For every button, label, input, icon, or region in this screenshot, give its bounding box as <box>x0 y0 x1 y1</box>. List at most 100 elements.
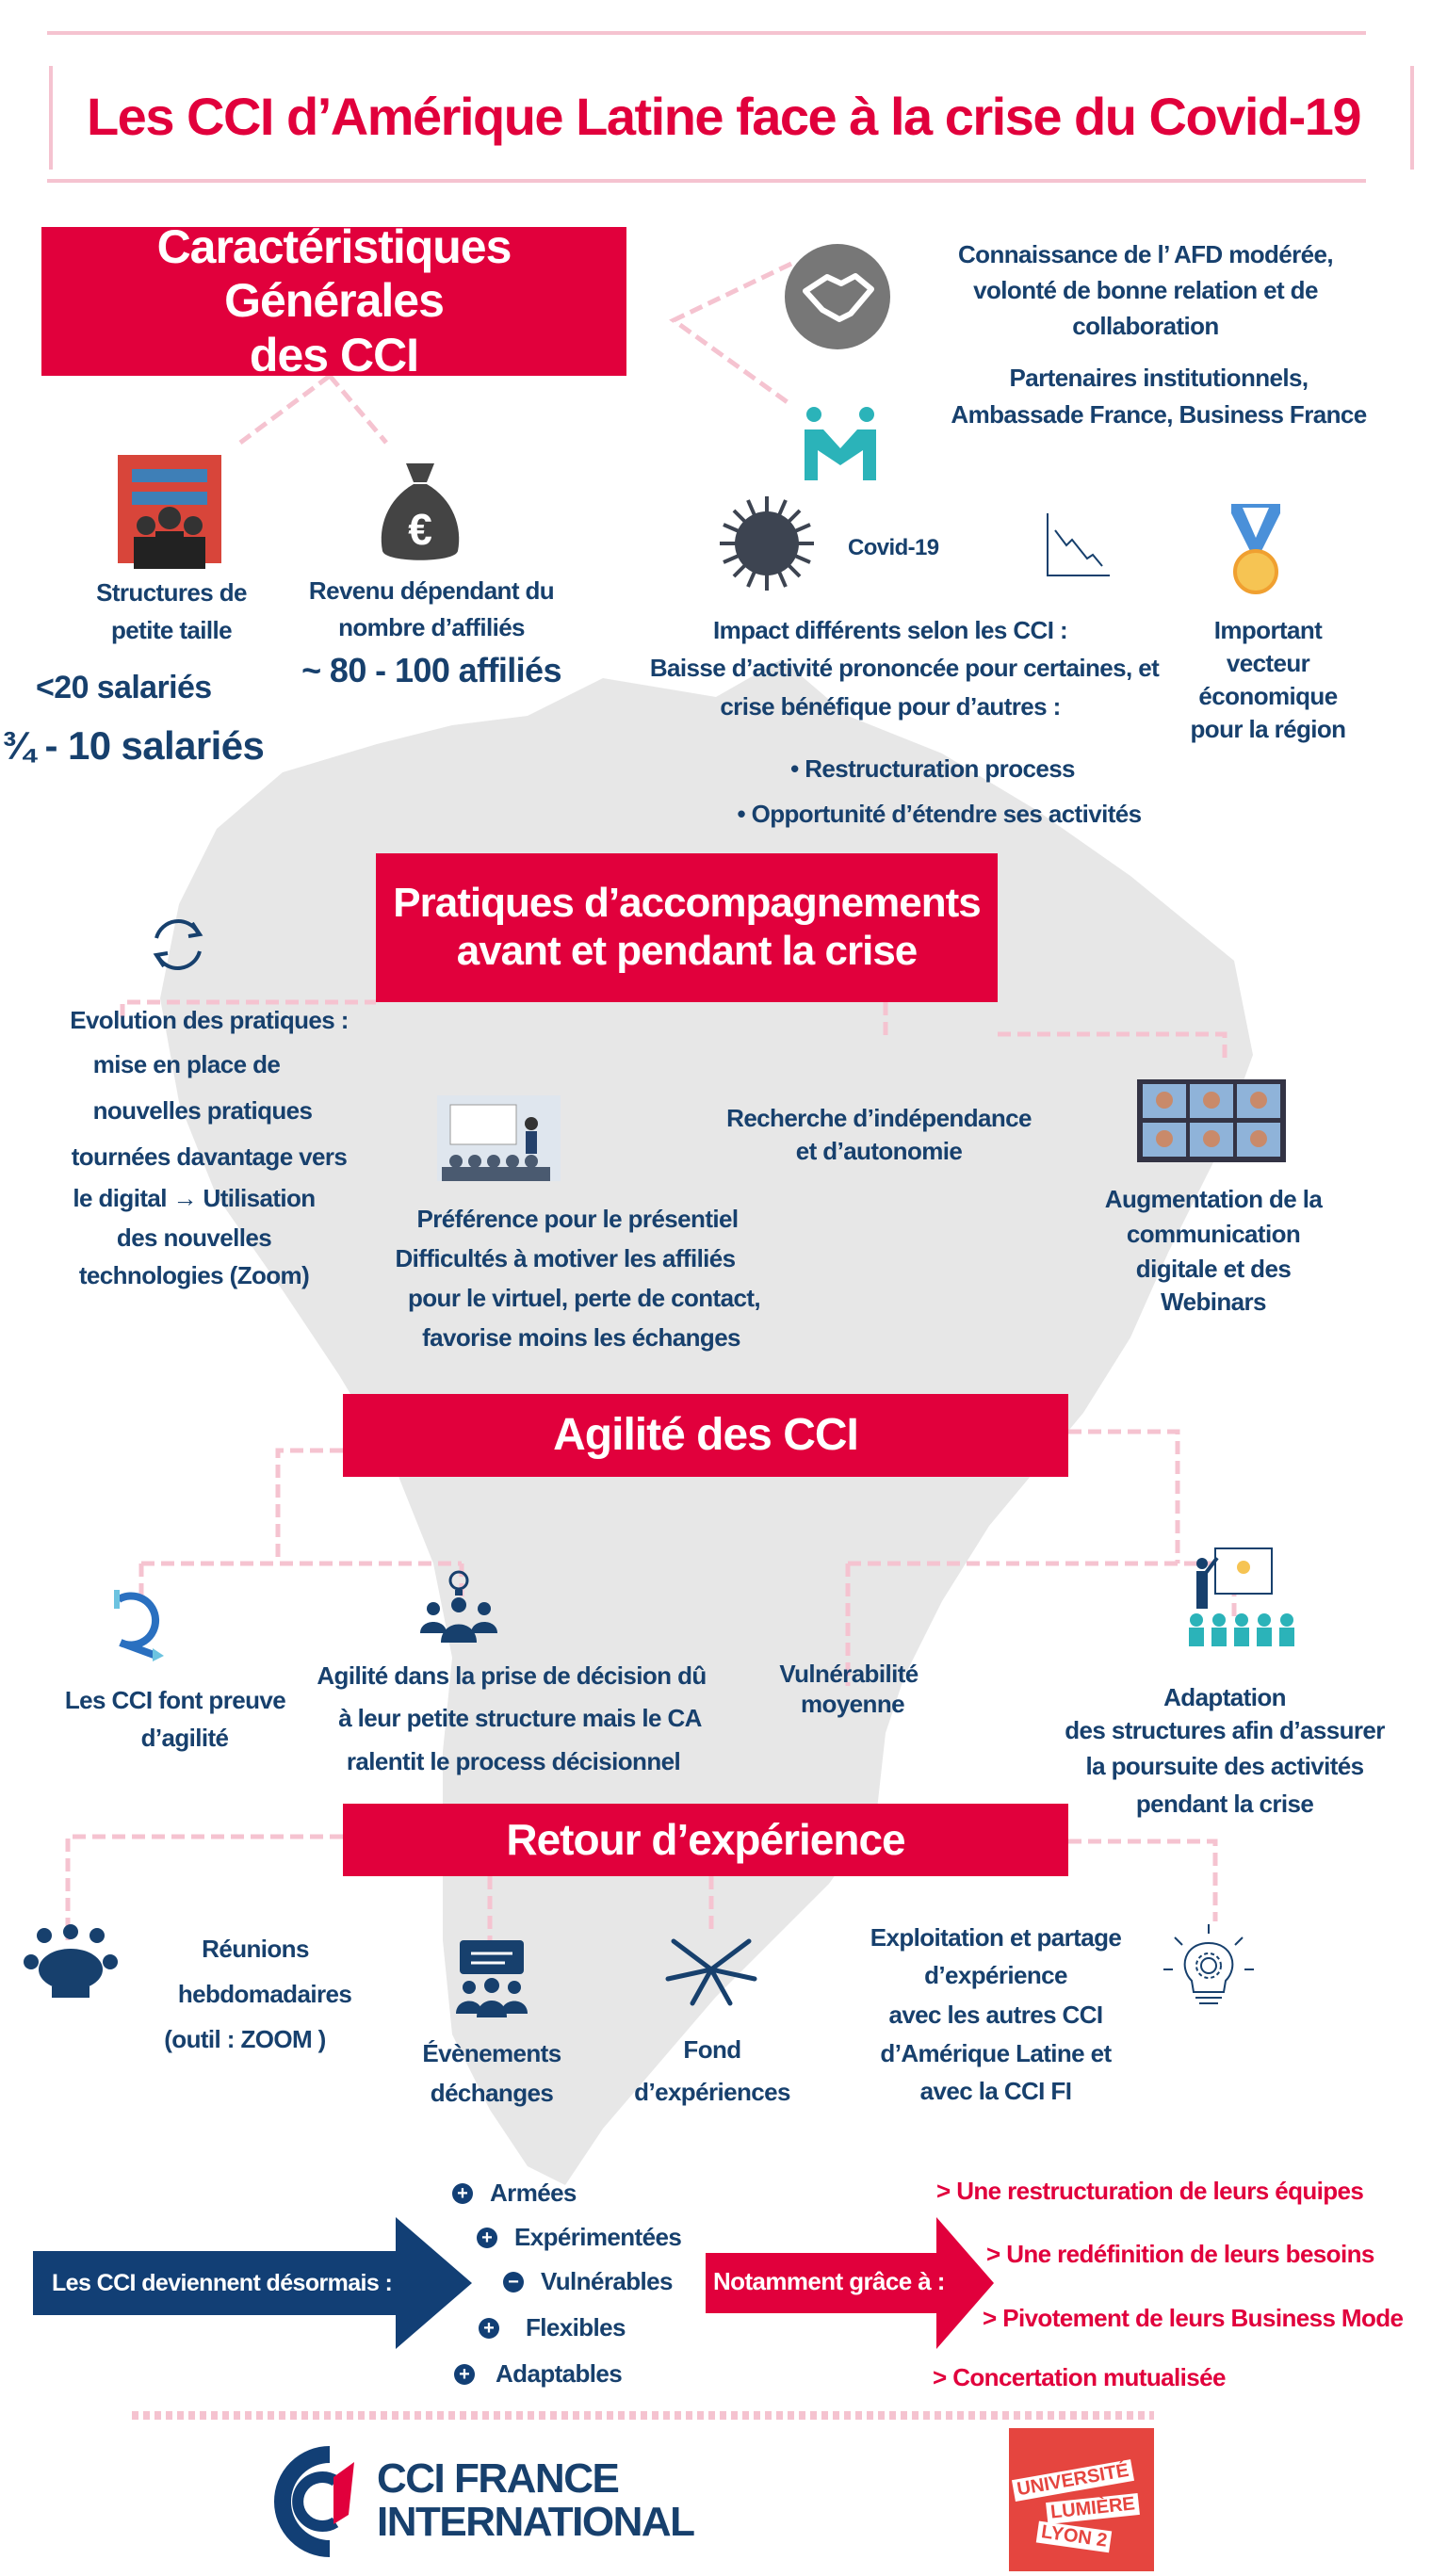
events-line: déchanges <box>430 2079 554 2107</box>
header-left-bar <box>49 66 53 170</box>
adaptation-line: des structures afin d’assurer <box>1065 1716 1385 1744</box>
refresh-cycle-icon <box>153 919 203 970</box>
red-arrow-label: Notamment grâce à : <box>713 2267 945 2295</box>
header-right-bar <box>1410 66 1414 170</box>
vector-line: vecteur <box>1226 649 1310 677</box>
fund-line: Fond <box>683 2035 741 2064</box>
vector-line: pour la région <box>1190 715 1347 743</box>
revenue-line: Revenu dépendant du <box>308 576 555 605</box>
cci-logo-text: INTERNATIONAL <box>377 2499 695 2545</box>
structures-line: petite taille <box>110 616 233 644</box>
header-top-line <box>47 31 1366 35</box>
employees-count: ¾ - 10 salariés <box>2 723 265 768</box>
chat-group-icon <box>456 1940 528 2017</box>
evolution-line: le digital → Utilisation <box>73 1184 316 1212</box>
independence-line: et d’autonomie <box>795 1137 963 1165</box>
structures-line: Structures de <box>96 578 247 607</box>
vulnerability-line: moyenne <box>801 1690 905 1718</box>
sharing-line: d’Amérique Latine et <box>880 2039 1112 2067</box>
svg-text:€: € <box>408 505 432 554</box>
lyon2-logo: UNIVERSITÉ LUMIÈRE LYON 2 <box>1009 2428 1154 2571</box>
presential-line: Préférence pour le présentiel <box>416 1205 740 1233</box>
joined-hands-icon <box>665 1938 757 2006</box>
evolution-line: Evolution des pratiques : <box>70 1006 349 1034</box>
cci-logo-text: CCI FRANCE <box>377 2455 620 2502</box>
declining-chart-icon <box>1047 513 1110 576</box>
digital-line: communication <box>1126 1220 1301 1248</box>
cci-logo-mark <box>274 2446 354 2557</box>
plus-icon: + <box>452 2182 473 2204</box>
plus-icon: + <box>454 2363 475 2385</box>
handshake-icon <box>785 244 890 349</box>
money-bag-euro-icon: € <box>381 463 460 560</box>
quality-item: + Armées <box>452 2179 577 2208</box>
sharing-line: avec la CCI FI <box>919 2077 1072 2105</box>
afd-knowledge-line: volonté de bonne relation et de <box>973 276 1318 304</box>
fund-line: d’expériences <box>634 2078 790 2106</box>
page-title: Les CCI d’Amérique Latine face à la cris… <box>86 87 1362 146</box>
agility-line: Les CCI font preuve <box>64 1686 286 1714</box>
impact-line: Impact différents selon les CCI : <box>712 616 1068 644</box>
presentation-icon <box>437 1095 561 1181</box>
presential-line: pour le virtuel, perte de contact, <box>407 1284 761 1312</box>
means-item: > Pivotement de leurs Business Mode <box>983 2304 1404 2332</box>
sharing-line: d’expérience <box>924 1961 1067 1989</box>
sharing-line: Exploitation et partage <box>870 1923 1122 1952</box>
building-staff-icon <box>118 455 221 569</box>
impact-bullet: • Opportunité d’étendre ses activités <box>737 800 1142 828</box>
impact-line: crise bénéfique pour d’autres : <box>720 692 1061 721</box>
means-item: > Concertation mutualisée <box>933 2363 1226 2391</box>
digital-line: Augmentation de la <box>1104 1185 1323 1213</box>
plus-icon: + <box>479 2317 499 2339</box>
section-heading-practices: Pratiques d’accompagnements avant et pen… <box>376 853 998 1002</box>
events-line: Évènements <box>422 2039 561 2067</box>
header-bottom-line <box>47 179 1366 183</box>
evolution-line: nouvelles pratiques <box>92 1096 313 1125</box>
sharing-line: avec les autres CCI <box>888 2001 1103 2029</box>
plus-icon: + <box>477 2227 497 2248</box>
meeting-table-icon <box>24 1924 118 1998</box>
revenue-line: nombre d’affiliés <box>338 613 525 641</box>
partners-line: Ambassade France, Business France <box>951 400 1367 429</box>
meetings-line: (outil : ZOOM ) <box>164 2025 326 2053</box>
red-arrow <box>706 2217 994 2349</box>
section-heading-agility: Agilité des CCI <box>343 1394 1068 1477</box>
digital-line: Webinars <box>1161 1288 1266 1316</box>
decision-line: à leur petite structure mais le CA <box>338 1704 702 1732</box>
vulnerability-line: Vulnérabilité <box>779 1660 919 1688</box>
digital-line: digitale et des <box>1135 1255 1292 1283</box>
evolution-line: mise en place de <box>92 1050 281 1078</box>
impact-bullet: • Restructuration process <box>790 754 1075 783</box>
decision-line: Agilité dans la prise de décision dû <box>317 1661 707 1690</box>
adaptation-line: la poursuite des activités <box>1085 1752 1364 1780</box>
medal-icon <box>1231 504 1280 594</box>
evolution-line: des nouvelles <box>116 1223 272 1252</box>
impact-line: Baisse d’activité prononcée pour certain… <box>649 654 1160 682</box>
video-conference-icon <box>1137 1079 1286 1162</box>
agility-line: d’agilité <box>140 1724 229 1752</box>
meetings-line: hebdomadaires <box>177 1980 352 2008</box>
means-item: > Une redéfinition de leurs besoins <box>986 2240 1374 2268</box>
affiliates-count: ~ 80 - 100 affiliés <box>301 651 561 689</box>
partners-icon <box>805 407 876 480</box>
agile-loop-icon <box>114 1590 164 1661</box>
covid-label: Covid-19 <box>848 535 939 560</box>
lightbulb-gear-icon <box>1163 1924 1254 2004</box>
presential-line: Difficultés à motiver les affiliés <box>395 1244 736 1272</box>
section-heading-feedback: Retour d’expérience <box>343 1804 1068 1876</box>
partners-line: Partenaires institutionnels, <box>1009 364 1309 392</box>
teacher-audience-icon <box>1189 1547 1294 1646</box>
quality-item: + Expérimentées <box>477 2223 682 2252</box>
presential-line: favorise moins les échanges <box>422 1323 740 1352</box>
adaptation-line: pendant la crise <box>1135 1790 1314 1818</box>
blue-arrow <box>33 2217 472 2349</box>
afd-knowledge-line: Connaissance de l’ AFD modérée, <box>957 240 1334 268</box>
vector-line: économique <box>1198 682 1338 710</box>
meetings-line: Réunions <box>202 1935 309 1963</box>
evolution-line: technologies (Zoom) <box>78 1261 310 1289</box>
employees-count: <20 salariés <box>36 670 212 705</box>
means-item: > Une restructuration de leurs équipes <box>936 2177 1364 2205</box>
afd-knowledge-line: collaboration <box>1072 312 1219 340</box>
blue-arrow-label: Les CCI deviennent désormais : <box>52 2270 393 2296</box>
